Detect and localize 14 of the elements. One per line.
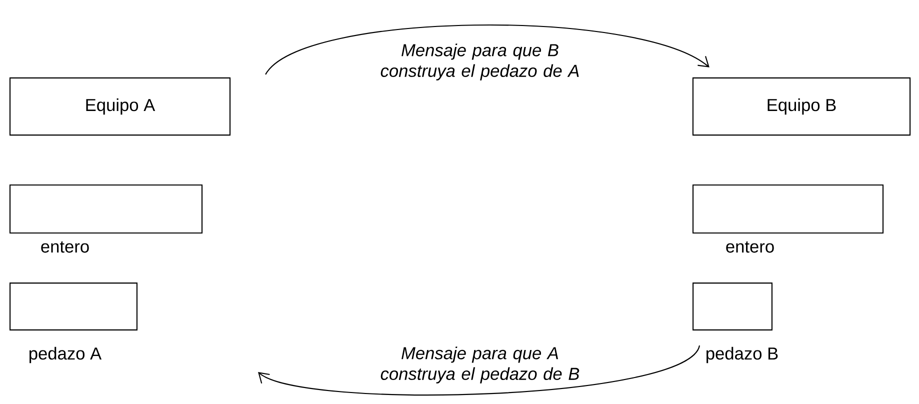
labeled-box: Equipo B	[692, 77, 911, 136]
box-caption: pedazo A	[30, 346, 102, 364]
empty-box	[10, 282, 138, 330]
box-caption: pedazo B	[706, 346, 778, 364]
labeled-box: Equipo A	[9, 77, 231, 136]
box-caption: entero	[726, 241, 774, 253]
curved-arrow	[265, 24, 710, 75]
curved-arrow	[258, 345, 700, 396]
empty-box	[692, 184, 884, 234]
empty-box	[9, 184, 203, 234]
box-caption: entero	[41, 241, 89, 253]
edge-label: Mensaje para que B construya el pedazo de A	[380, 44, 579, 80]
edge-label: Mensaje para que A construya el pedazo de B	[380, 346, 580, 384]
empty-box	[692, 282, 773, 330]
